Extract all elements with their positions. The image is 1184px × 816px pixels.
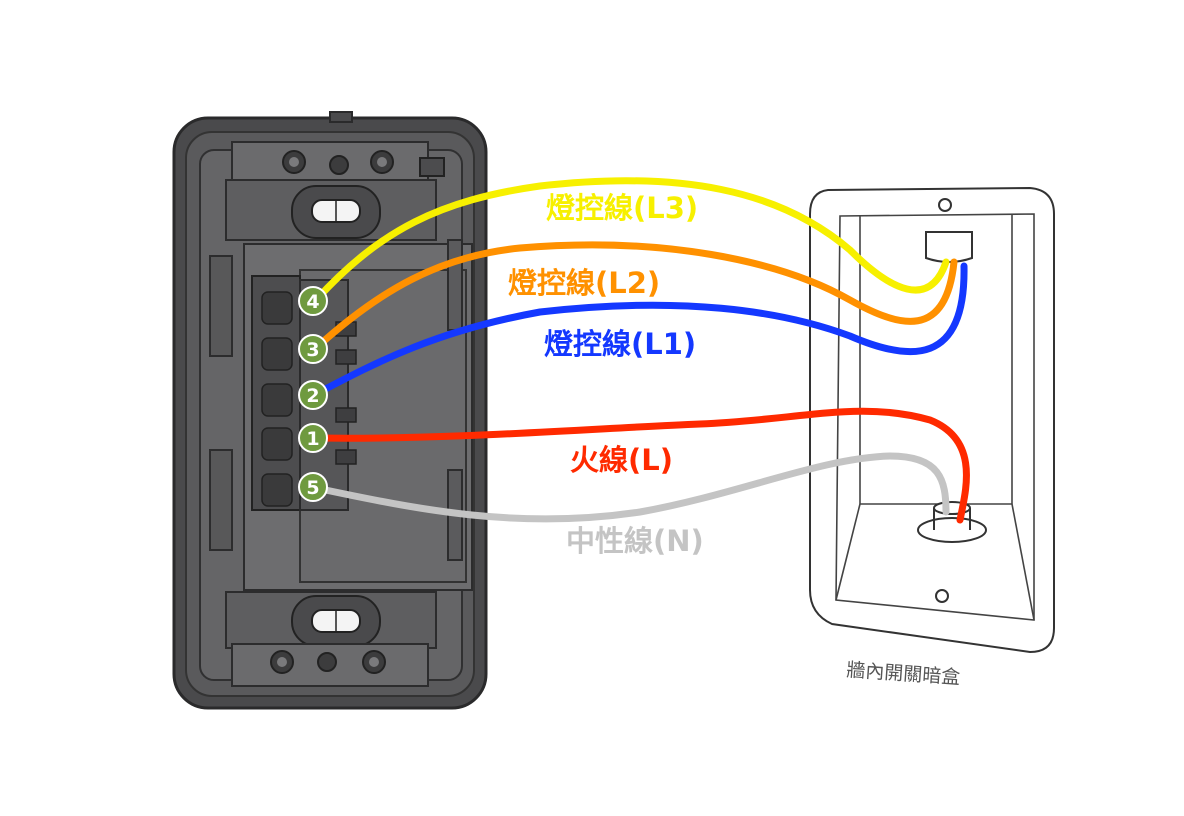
terminal-4-label: 4 <box>306 291 319 313</box>
switch-body <box>172 111 488 710</box>
wall-box-caption: 牆內開關暗盒 <box>846 659 961 689</box>
terminal-3: 3 <box>298 334 328 364</box>
wire-label-l2: 燈控線(L2) <box>508 266 660 300</box>
wires <box>312 177 970 524</box>
terminal-2: 2 <box>298 380 328 410</box>
terminal-3-marker <box>298 334 328 364</box>
wire-n <box>312 452 950 523</box>
wire-l3 <box>312 177 950 304</box>
terminal-4-marker <box>298 286 328 316</box>
wire-label-l1: 燈控線(L1) <box>544 327 696 361</box>
wire-label-l3: 燈控線(L3) <box>546 191 698 225</box>
wire-label-n: 中性線(N) <box>566 524 704 558</box>
wire-label-l: 火線(L) <box>570 443 673 477</box>
terminal-1-label: 1 <box>306 428 319 450</box>
terminal-2-label: 2 <box>306 385 319 407</box>
terminal-3-label: 3 <box>306 339 319 361</box>
terminal-5-label: 5 <box>306 477 319 499</box>
terminal-2-marker <box>298 380 328 410</box>
terminal-4: 4 <box>298 286 328 316</box>
wire-l <box>312 407 970 524</box>
terminal-1-marker <box>298 423 328 453</box>
terminal-5: 5 <box>298 472 328 502</box>
terminal-5-marker <box>298 472 328 502</box>
wire-l1 <box>312 262 968 398</box>
wire-l2 <box>312 241 958 352</box>
terminal-1: 1 <box>298 423 328 453</box>
